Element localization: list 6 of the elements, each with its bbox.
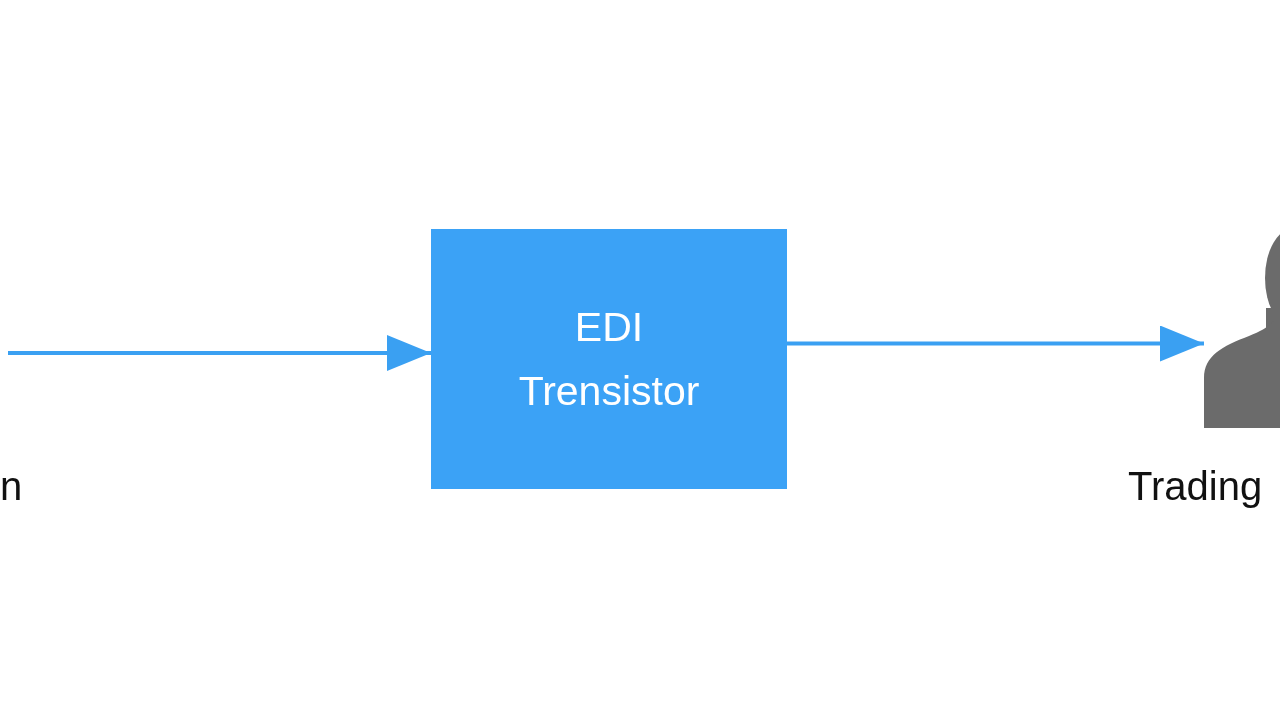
node-caption: Trading — [1128, 463, 1263, 510]
arrow — [8, 335, 431, 371]
arrow — [787, 325, 1204, 362]
process-box — [431, 229, 787, 489]
text-label: n — [0, 463, 23, 510]
box-label: EDI Trensistor — [517, 303, 701, 416]
